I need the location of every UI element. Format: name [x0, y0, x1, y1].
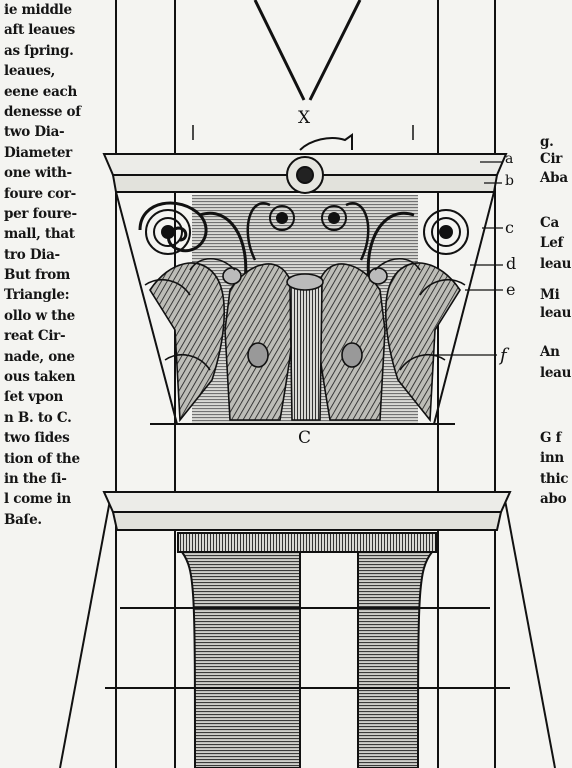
left-line: Triangle:: [4, 287, 70, 304]
left-line: as ſpring.: [4, 42, 74, 59]
label-b: b: [505, 173, 514, 189]
right-line: Mi: [540, 287, 560, 303]
label-leaders: [430, 161, 503, 356]
label-d: d: [506, 254, 517, 273]
left-line: two Dia-: [4, 124, 65, 141]
left-line: ollo w the: [4, 307, 75, 324]
label-x: X: [298, 108, 311, 128]
left-line: ous taken: [4, 369, 76, 386]
fleuron: [286, 133, 353, 194]
left-line: eene each: [4, 83, 77, 100]
label-c: C: [298, 428, 312, 448]
right-line: thic: [540, 471, 569, 487]
left-line: per foure-: [4, 205, 77, 222]
acanthus-leaves: [144, 257, 466, 423]
left-line: tro Dia-: [4, 246, 60, 263]
left-line: in the ſi-: [4, 470, 67, 487]
left-text-column: ie middle aft leaues as ſpring. leaues, …: [4, 0, 92, 530]
right-line: inn: [540, 450, 564, 466]
left-line: Baſe.: [4, 511, 42, 528]
left-line: aft leaues: [4, 22, 75, 39]
left-line: ie middle: [4, 2, 72, 18]
right-line: leau: [540, 305, 572, 321]
right-line: leau: [540, 256, 572, 272]
left-line: n B. to C.: [4, 409, 72, 426]
left-line: foure cor-: [4, 185, 76, 202]
volutes: [138, 201, 469, 281]
left-line: l come in: [4, 491, 71, 508]
left-line: But from: [4, 267, 70, 284]
left-line: reat Cir-: [4, 328, 66, 345]
right-line: abo: [540, 491, 567, 507]
right-line: Ca: [540, 215, 559, 231]
right-line: G f: [540, 430, 562, 446]
left-line: one with-: [4, 165, 72, 182]
left-line: mall, that: [4, 226, 75, 243]
label-a: a: [505, 151, 514, 167]
right-line: An: [540, 344, 560, 360]
left-line: denesse of: [4, 103, 81, 120]
label-c-small: c: [505, 218, 514, 237]
right-line: g.: [540, 134, 554, 150]
left-line: nade, one: [4, 348, 75, 365]
left-line: two ſides: [4, 430, 70, 447]
left-line: leaues,: [4, 63, 56, 80]
left-line: Diameter: [4, 144, 72, 161]
left-line: ſet vpon: [4, 389, 64, 406]
right-line: leau: [540, 365, 572, 381]
construction-lines: [59, 0, 556, 768]
right-line: Lef: [540, 235, 563, 251]
right-line: Cir: [540, 151, 563, 167]
label-e: e: [506, 280, 516, 299]
column-shaft: [102, 491, 512, 768]
label-f: f: [500, 345, 507, 366]
right-line: Aba: [540, 170, 568, 186]
left-line: tion of the: [4, 450, 80, 467]
